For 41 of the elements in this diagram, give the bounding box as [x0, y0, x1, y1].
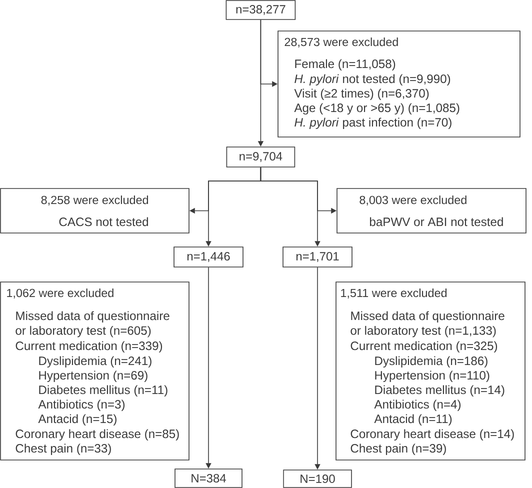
list-item: Chest pain (n=33) [16, 444, 111, 456]
list-item: H. pylori not tested (n=9,990) [294, 74, 450, 86]
list-item: Antibiotics (n=3) [38, 400, 125, 412]
list-item: Coronary heart disease (n=14) [350, 429, 514, 441]
box-heading: 8,003 were excluded [360, 196, 466, 206]
list-item: Diabetes mellitus (n=11) [39, 385, 168, 397]
box-heading: 1,062 were excluded [7, 288, 114, 298]
list-item: Current medication (n=325) [350, 341, 498, 353]
list-item: Female (n=11,058) [295, 59, 396, 71]
list-item: Antibiotics (n=4) [374, 400, 461, 412]
exclusion-box [0, 282, 190, 460]
count-box: n=1,446 [174, 246, 244, 268]
list-item: Dyslipidemia (n=186) [375, 356, 488, 368]
list-item: Diabetes mellitus (n=14) [375, 385, 504, 397]
exclusion-box [278, 30, 520, 138]
count-box: n=38,277 [226, 0, 296, 20]
list-item: Visit (≥2 times) (n=6,370) [294, 88, 429, 100]
list-item: H. pylori past infection (n=70) [294, 118, 452, 130]
list-item: Dyslipidemia (n=241) [39, 356, 152, 368]
count-box: n=9,704 [226, 146, 296, 168]
list-item: CACS not tested [59, 217, 148, 226]
list-item: Hypertension (n=110) [375, 370, 490, 382]
list-item: Chest pain (n=39) [350, 444, 446, 456]
count-box: n=1,701 [282, 246, 352, 268]
list-item: Coronary heart disease (n=85) [16, 429, 179, 441]
count-box: N=384 [174, 468, 242, 488]
list-item: Age (<18 y or >65 y) (n=1,085) [294, 103, 460, 115]
list-item: Missed data of questionnaire or laboratory test (n=605) [16, 311, 170, 338]
box-heading: 28,573 were excluded [284, 38, 398, 48]
count-box: N=190 [283, 470, 352, 488]
exclusion-box [336, 188, 526, 234]
exclusion-box [336, 282, 526, 460]
list-item: Antacid (n=15) [38, 414, 116, 426]
list-item: Hypertension (n=69) [39, 370, 148, 382]
exclusion-box [0, 188, 190, 234]
list-item: baPWV or ABI not tested [370, 217, 503, 226]
list-item: Missed data of questionnaire or laboratory test (n=1,133) [350, 311, 504, 338]
box-heading: 1,511 were excluded [341, 288, 447, 298]
list-item: Antacid (n=11) [374, 414, 452, 426]
box-heading: 8,258 were excluded [41, 196, 148, 206]
list-item: Current medication (n=339) [16, 341, 162, 353]
